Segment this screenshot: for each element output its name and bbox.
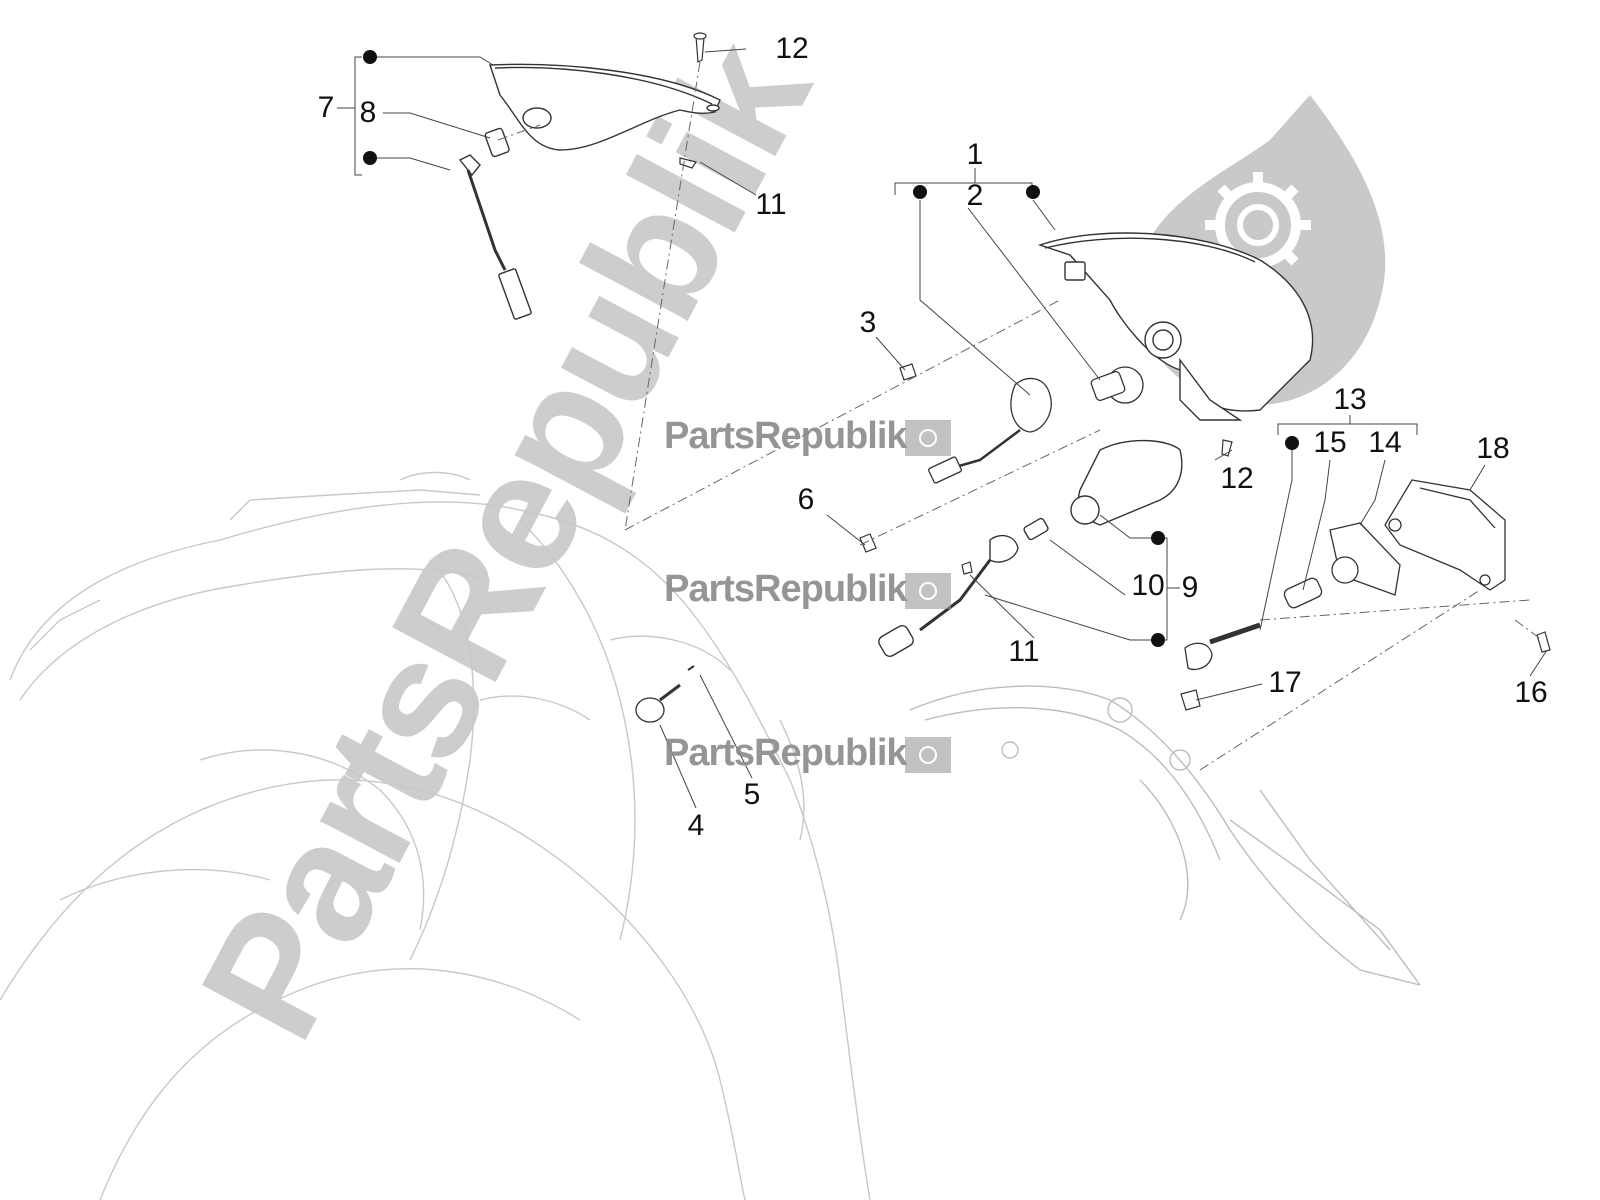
part-12-screw xyxy=(693,32,707,63)
part-18-license-light-cover xyxy=(1384,479,1506,591)
watermark-text: PartsRepublik xyxy=(664,732,908,774)
watermark-gear-icon xyxy=(905,737,951,773)
callout-9: 9 xyxy=(1181,571,1199,604)
callout-13: 13 xyxy=(1333,383,1367,416)
part-14-lens xyxy=(1329,522,1401,596)
assembly-axis-lines xyxy=(497,61,1543,771)
callout-14: 14 xyxy=(1368,426,1402,459)
part-15-bulb xyxy=(1283,577,1323,609)
callout-18: 18 xyxy=(1476,432,1510,465)
callout-1: 1 xyxy=(966,138,984,171)
part-2-bulb xyxy=(1090,366,1144,404)
part-11-clip xyxy=(679,157,697,169)
callout-4: 4 xyxy=(687,809,705,842)
watermark-gear-icon xyxy=(905,420,951,456)
callout-17: 17 xyxy=(1268,666,1302,699)
callout-12: 12 xyxy=(775,32,809,65)
svg-text:PartsRepublik: PartsRepublik xyxy=(165,11,847,1068)
callout-16: 16 xyxy=(1514,676,1548,709)
callout-6: 6 xyxy=(797,483,815,516)
rear-fender-outline xyxy=(909,685,1421,986)
part-11-clip-b xyxy=(961,561,973,575)
callout-2: 2 xyxy=(966,179,984,212)
diagonal-watermark: PartsRepublik xyxy=(165,11,847,1068)
callout-10: 10 xyxy=(1131,569,1165,602)
callout-8: 8 xyxy=(359,96,377,129)
callout-7: 7 xyxy=(317,91,335,124)
callout-11: 11 xyxy=(1008,635,1040,668)
part-1-socket-wire xyxy=(928,377,1052,484)
scooter-body-outline xyxy=(0,471,871,1200)
callout-11: 11 xyxy=(755,188,787,221)
watermark-text: PartsRepublik xyxy=(664,568,908,610)
callout-3: 3 xyxy=(859,306,877,339)
watermark-text: PartsRepublik xyxy=(664,415,908,457)
part-16-screw xyxy=(1536,631,1551,653)
callout-15: 15 xyxy=(1313,426,1347,459)
part-13-socket-wire xyxy=(1184,622,1261,671)
part-1-tail-light xyxy=(1037,232,1314,421)
callout-5: 5 xyxy=(743,778,761,811)
watermark-gear-icon xyxy=(905,573,951,609)
part-12-screw-b xyxy=(1221,439,1233,457)
part-4-knob xyxy=(635,665,695,723)
part-7-turn-signal-housing xyxy=(458,63,721,320)
part-9-side-light xyxy=(878,439,1183,658)
part-6-clip xyxy=(859,533,877,553)
callout-12: 12 xyxy=(1220,462,1254,495)
part-17-clip xyxy=(1180,689,1201,711)
group-bullets xyxy=(363,50,1299,647)
